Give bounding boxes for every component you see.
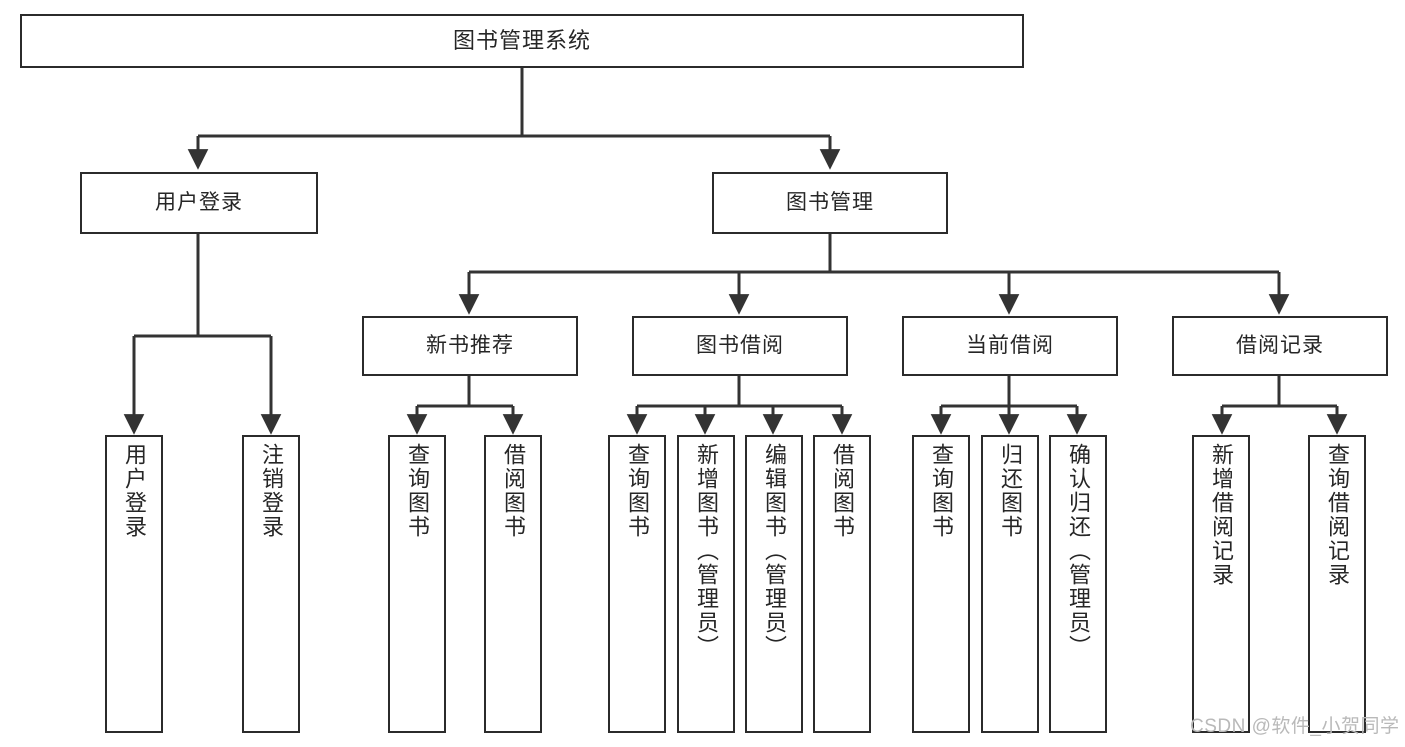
node-label: 图书管理 [786,190,874,214]
leaf-query-borrow-record[interactable]: 查询借阅记录 [1308,435,1366,733]
node-label: 借阅图书 [830,443,855,539]
node-label: 编辑图书（管理员） [762,443,787,659]
node-label: 查询借阅记录 [1325,443,1350,587]
node-label: 借阅记录 [1236,333,1324,357]
leaf-query-book-borrow[interactable]: 查询图书 [608,435,666,733]
node-label: 新增图书（管理员） [694,443,719,659]
node-label: 图书借阅 [696,333,784,357]
node-root-book-management-system[interactable]: 图书管理系统 [20,14,1024,68]
leaf-query-book-current[interactable]: 查询图书 [912,435,970,733]
node-new-book-recommend[interactable]: 新书推荐 [362,316,578,376]
node-label: 借阅图书 [501,443,526,539]
node-label: 查询图书 [625,443,650,539]
leaf-add-borrow-record[interactable]: 新增借阅记录 [1192,435,1250,733]
node-user-login[interactable]: 用户登录 [80,172,318,234]
node-label: 用户登录 [155,190,243,214]
node-book-borrow[interactable]: 图书借阅 [632,316,848,376]
node-label: 注销登录 [259,443,284,539]
leaf-logout[interactable]: 注销登录 [242,435,300,733]
leaf-user-login[interactable]: 用户登录 [105,435,163,733]
leaf-add-book-admin[interactable]: 新增图书（管理员） [677,435,735,733]
node-label: 新书推荐 [426,333,514,357]
node-label: 查询图书 [929,443,954,539]
leaf-borrow-book-recommend[interactable]: 借阅图书 [484,435,542,733]
leaf-return-book[interactable]: 归还图书 [981,435,1039,733]
node-label: 用户登录 [122,443,147,539]
node-current-borrow[interactable]: 当前借阅 [902,316,1118,376]
node-label: 当前借阅 [966,333,1054,357]
node-label: 归还图书 [998,443,1023,539]
leaf-confirm-return-admin[interactable]: 确认归还（管理员） [1049,435,1107,733]
leaf-query-book-recommend[interactable]: 查询图书 [388,435,446,733]
node-label: 确认归还（管理员） [1066,443,1091,659]
node-label: 查询图书 [405,443,430,539]
node-label: 图书管理系统 [452,28,591,54]
leaf-edit-book-admin[interactable]: 编辑图书（管理员） [745,435,803,733]
node-book-management[interactable]: 图书管理 [712,172,948,234]
leaf-borrow-book[interactable]: 借阅图书 [813,435,871,733]
node-borrow-record[interactable]: 借阅记录 [1172,316,1388,376]
node-label: 新增借阅记录 [1209,443,1234,587]
